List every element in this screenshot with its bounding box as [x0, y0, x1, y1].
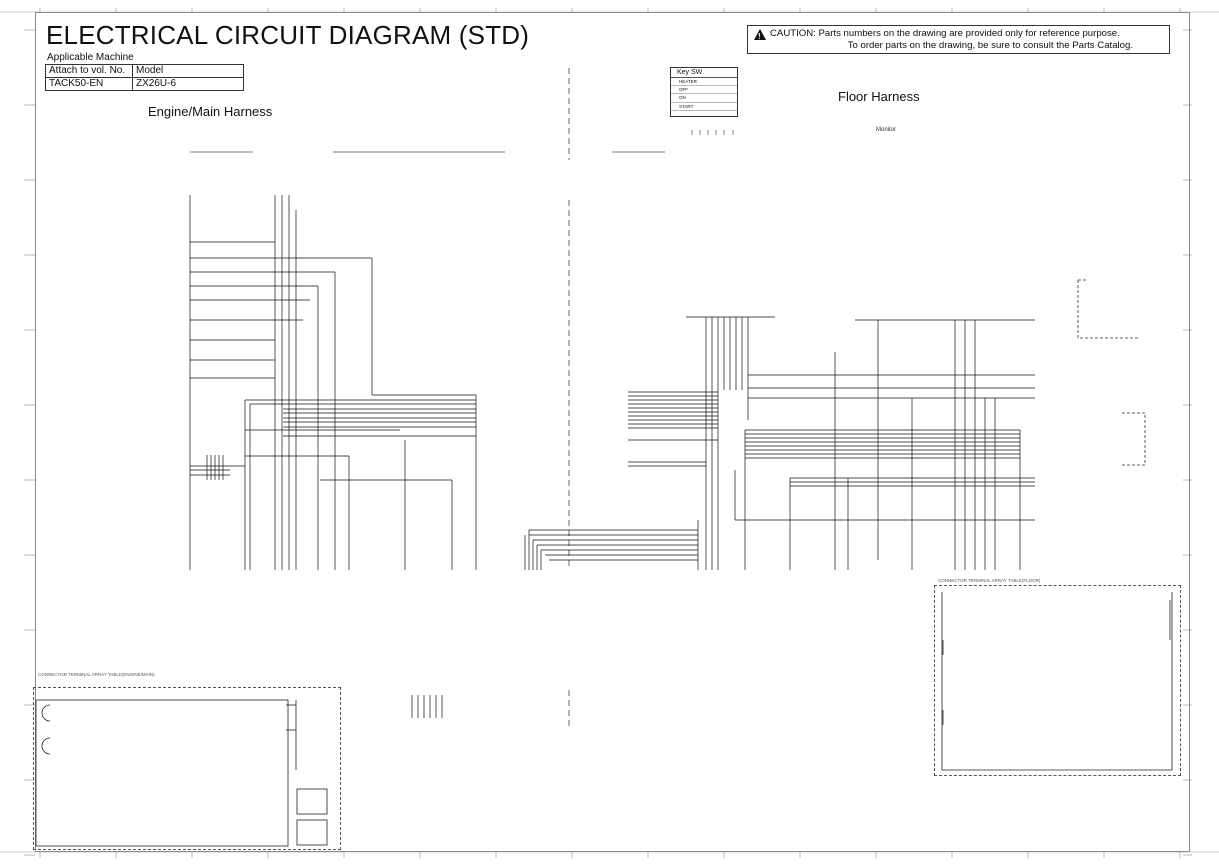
applicable-machine-table: Attach to vol. No. Model TACK50-EN ZX26U… — [45, 64, 244, 91]
warning-triangle-icon — [754, 29, 766, 43]
table-header-cell: Attach to vol. No. — [45, 64, 133, 78]
caution-line-2: To order parts on the drawing, be sure t… — [847, 40, 1133, 51]
floor-connector-table-title: CONNECTOR TERMINAL ARRAY TABLE(FLOOR) — [938, 578, 1041, 583]
page-title: ELECTRICAL CIRCUIT DIAGRAM (STD) — [46, 20, 530, 50]
key-switch-position: ON — [671, 94, 737, 103]
floor-harness-label: Floor Harness — [838, 89, 920, 104]
applicable-machine-label: Applicable Machine — [47, 52, 134, 63]
caution-line-1: CAUTION: Parts numbers on the drawing ar… — [770, 28, 1120, 39]
monitor-label: Monitor — [876, 127, 897, 133]
table-header-cell: Model — [132, 64, 244, 78]
table-row: TACK50-EN ZX26U-6 — [45, 77, 244, 91]
engine-main-connector-table-title: CONNECTOR TERMINAL ARRAY TABLE(ENGINE/MA… — [38, 672, 155, 677]
key-switch-table: Key SW HEATER OFF ON START — [670, 67, 738, 117]
table-row: Attach to vol. No. Model — [45, 64, 244, 78]
key-switch-position: OFF — [671, 86, 737, 95]
key-switch-position: HEATER — [671, 78, 737, 87]
key-switch-position: START — [671, 103, 737, 111]
table-cell: TACK50-EN — [45, 77, 133, 91]
key-switch-title: Key SW — [671, 68, 737, 78]
engine-main-harness-label: Engine/Main Harness — [148, 104, 273, 119]
drawing-frame — [35, 12, 1190, 852]
table-cell: ZX26U-6 — [132, 77, 244, 91]
floor-connector-table — [934, 585, 1181, 776]
caution-notice: CAUTION: Parts numbers on the drawing ar… — [747, 25, 1170, 54]
engine-main-connector-table — [33, 687, 341, 850]
